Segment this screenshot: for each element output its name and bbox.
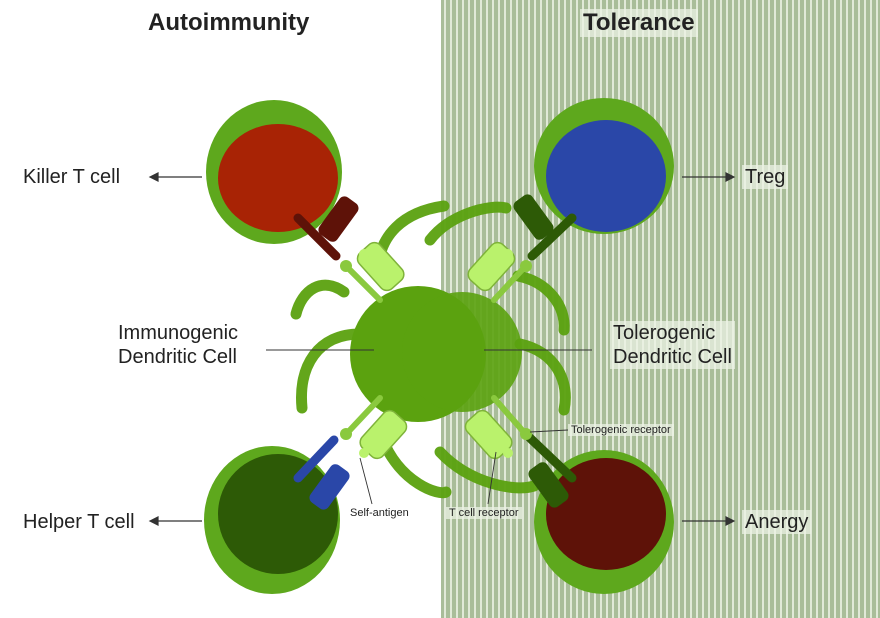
helper-t-cell: [204, 435, 350, 594]
immunogenic-dendritic-label-line2: Dendritic Cell: [118, 346, 237, 368]
tolerogenic-dendritic-label: Tolerogenic Dendritic Cell: [610, 321, 735, 369]
tolerogenic-receptor-label: Tolerogenic receptor: [568, 424, 674, 436]
tolerogenic-dendritic-body: [402, 292, 522, 412]
tolerance-heading: Tolerance: [580, 9, 698, 37]
helper-t-cell-label: Helper T cell: [23, 511, 135, 533]
killer-t-cell-label: Killer T cell: [23, 166, 121, 188]
anergy-cell: [525, 433, 674, 594]
callout-lines: [266, 349, 592, 505]
killer-t-cell: [206, 100, 359, 261]
t-cell-receptor-label: T cell receptor: [446, 507, 522, 519]
tolerogenic-dendritic-label-line1: Tolerogenic: [610, 321, 735, 345]
immunogenic-dendritic-label-line1: Immunogenic: [118, 322, 239, 344]
self-antigen-label: Self-antigen: [350, 507, 409, 519]
arrows: [148, 172, 736, 526]
treg-label: Treg: [742, 165, 789, 189]
anergy-label: Anergy: [742, 510, 812, 534]
treg-cell: [513, 98, 674, 261]
tolerogenic-dendritic-label-line2: Dendritic Cell: [610, 345, 735, 369]
antigen-complexes: [340, 241, 532, 460]
autoimmunity-heading: Autoimmunity: [148, 9, 310, 36]
immunogenic-dendritic-label: Immunogenic Dendritic Cell: [118, 321, 238, 369]
